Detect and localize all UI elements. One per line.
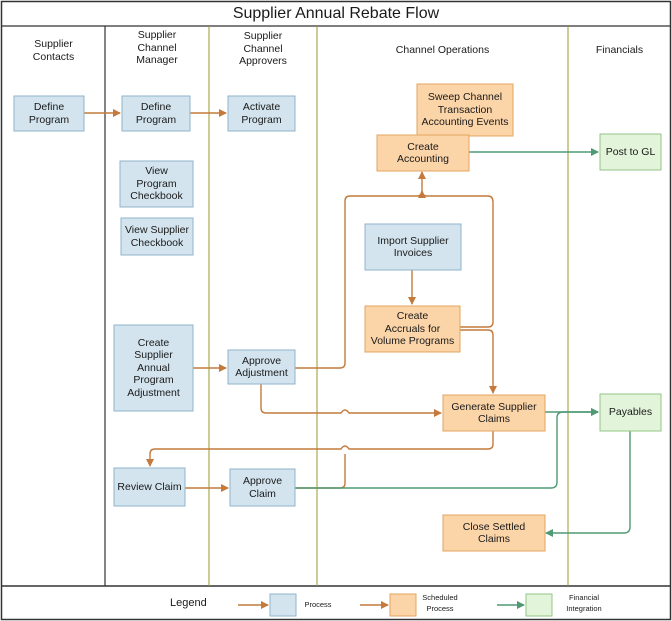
node-generate-supplier-claims — [442, 394, 546, 432]
node-label-post-to-gl: Post to GL — [605, 145, 656, 158]
node-create-supplier-annual-program-adjustment — [113, 324, 194, 412]
node-review-claim — [113, 467, 186, 507]
legend-scheduled-swatch — [389, 593, 417, 617]
node-label-define-program-contacts: Define Program — [28, 101, 70, 126]
arrow-approve-adjustment-to-generate-claims — [260, 384, 442, 417]
node-label-approve-claim: Approve Claim — [242, 475, 283, 500]
legend-label-process: Process — [304, 600, 332, 609]
lane-header-supplier-channel-manager: Supplier Channel Manager — [136, 29, 178, 66]
lane-header-financials: Financials — [595, 44, 644, 56]
legend-graphics — [238, 593, 553, 617]
node-create-accounting — [376, 134, 470, 172]
arrow-approve-claim-to-create-accounting — [295, 454, 346, 489]
arrow-payables-to-close-settled-claims — [545, 431, 631, 537]
legend-process-swatch — [269, 593, 297, 617]
node-import-supplier-invoices — [364, 223, 462, 271]
node-approve-adjustment — [227, 349, 296, 385]
arrow-approve-claim-to-payables — [295, 408, 599, 489]
lane-header-supplier-channel-approvers: Supplier Channel Approvers — [239, 30, 287, 67]
node-label-review-claim: Review Claim — [117, 480, 182, 493]
node-define-program-contacts — [13, 95, 85, 132]
legend-title: Legend — [170, 597, 207, 609]
legend-financial-swatch — [525, 593, 553, 617]
node-label-generate-supplier-claims: Generate Supplier Claims — [451, 400, 537, 426]
node-label-import-supplier-invoices: Import Supplier Invoices — [377, 234, 449, 260]
legend-label-scheduled: Scheduled Process — [422, 593, 458, 613]
node-label-sweep-channel-transaction-accounting-events: Sweep Channel Transaction Accounting Eve… — [421, 91, 509, 129]
node-sweep-channel-transaction-accounting-events — [416, 83, 514, 137]
node-payables — [599, 393, 662, 432]
node-label-create-accounting: Create Accounting — [397, 140, 449, 166]
node-label-view-program-checkbook: View Program Checkbook — [130, 165, 183, 203]
arrow-accruals-to-generate-claims — [460, 329, 497, 394]
legend-label-financial: Financial Integration — [566, 593, 602, 613]
lane-header-supplier-contacts: Supplier Contacts — [32, 38, 75, 63]
arrow-accruals-to-create-accounting — [418, 190, 494, 328]
node-post-to-gl — [599, 133, 662, 171]
node-define-program-manager — [121, 95, 191, 132]
node-label-close-settled-claims: Close Settled Claims — [462, 520, 526, 546]
node-label-view-supplier-checkbook: View Supplier Checkbook — [124, 224, 189, 249]
node-label-create-supplier-annual-program-adjustment: Create Supplier Annual Program Adjustmen… — [127, 336, 180, 399]
node-view-supplier-checkbook — [120, 217, 194, 256]
node-activate-program — [227, 95, 296, 132]
node-close-settled-claims — [442, 514, 546, 552]
node-approve-claim — [229, 468, 296, 507]
node-label-payables: Payables — [608, 406, 653, 419]
lane-header-channel-operations: Channel Operations — [395, 44, 490, 56]
node-create-accruals-for-volume-programs — [364, 305, 461, 353]
node-label-activate-program: Activate Program — [241, 101, 282, 126]
node-label-approve-adjustment: Approve Adjustment — [235, 354, 288, 380]
node-view-program-checkbook — [119, 160, 194, 208]
diagram-title: Supplier Annual Rebate Flow — [232, 5, 440, 22]
arrow-generate-claims-to-review-claim — [146, 431, 494, 467]
node-label-create-accruals-for-volume-programs: Create Accruals for Volume Programs — [370, 310, 455, 348]
node-label-define-program-manager: Define Program — [135, 101, 177, 126]
